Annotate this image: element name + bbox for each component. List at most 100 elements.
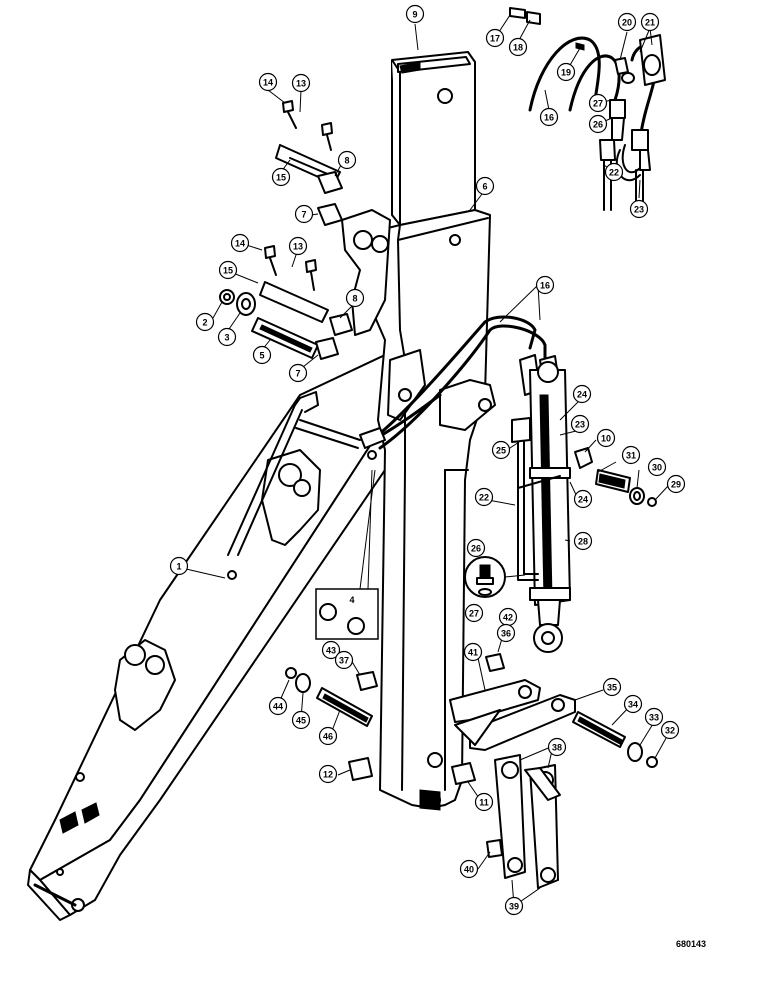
callout-circle bbox=[596, 428, 616, 448]
pins-upper-left bbox=[275, 100, 343, 226]
callout-number: 27 bbox=[469, 609, 479, 619]
callout-23: 23 bbox=[629, 199, 649, 219]
callout-number: 8 bbox=[352, 294, 357, 304]
callout-number: 28 bbox=[578, 537, 588, 547]
fitting-detail-circle bbox=[464, 556, 526, 598]
callout-circle bbox=[288, 236, 308, 256]
callout-circle bbox=[572, 384, 592, 404]
callout-circle bbox=[588, 114, 608, 134]
callout-circle bbox=[337, 150, 357, 170]
callout-number: 36 bbox=[501, 629, 511, 639]
callout-number: 5 bbox=[259, 351, 264, 361]
callout-number: 25 bbox=[496, 446, 506, 456]
callout-13: 13 bbox=[288, 236, 308, 256]
inset-detail-box: 4 bbox=[315, 469, 379, 640]
callout-circle bbox=[573, 531, 593, 551]
callout-7: 7 bbox=[294, 204, 314, 224]
callout-number: 39 bbox=[509, 902, 519, 912]
callout-circle bbox=[644, 707, 664, 727]
callout-circle bbox=[602, 677, 622, 697]
callout-45: 45 bbox=[291, 710, 311, 730]
callout-28: 28 bbox=[573, 531, 593, 551]
callout-33: 33 bbox=[644, 707, 664, 727]
boom-arm bbox=[27, 354, 406, 921]
callout-circle bbox=[604, 162, 624, 182]
callout-5: 5 bbox=[252, 345, 272, 365]
callout-16: 16 bbox=[539, 107, 559, 127]
hose-detail-top bbox=[509, 7, 666, 216]
callout-circle bbox=[464, 603, 484, 623]
callout-circle bbox=[570, 414, 590, 434]
callout-39: 39 bbox=[504, 896, 524, 916]
callout-number: 14 bbox=[235, 239, 245, 249]
callout-circle bbox=[217, 327, 237, 347]
callout-12: 12 bbox=[318, 764, 338, 784]
callout-22: 22 bbox=[604, 162, 624, 182]
callout-number: 6 bbox=[482, 182, 487, 192]
callout-circle bbox=[629, 199, 649, 219]
callout-number: 22 bbox=[609, 168, 619, 178]
callout-circle bbox=[496, 623, 516, 643]
callout-42: 42 bbox=[498, 607, 518, 627]
callout-2: 2 bbox=[195, 312, 215, 332]
callout-15: 15 bbox=[271, 167, 291, 187]
callout-9: 9 bbox=[405, 4, 425, 24]
drawing-number: 680143 bbox=[676, 939, 706, 949]
pins-middle-left bbox=[219, 245, 353, 360]
callout-circle bbox=[294, 204, 314, 224]
inset-box-label: 4 bbox=[349, 595, 354, 605]
callout-32: 32 bbox=[660, 720, 680, 740]
callout-19: 19 bbox=[556, 62, 576, 82]
callout-circle bbox=[474, 487, 494, 507]
callout-43: 43 bbox=[321, 640, 341, 660]
callout-number: 31 bbox=[626, 451, 636, 461]
callout-circle bbox=[485, 28, 505, 48]
callout-3: 3 bbox=[217, 327, 237, 347]
callout-circle bbox=[218, 260, 238, 280]
callout-circle bbox=[573, 489, 593, 509]
callout-26: 26 bbox=[466, 538, 486, 558]
callout-circle bbox=[556, 62, 576, 82]
callout-1: 1 bbox=[169, 556, 189, 576]
callout-38: 38 bbox=[547, 737, 567, 757]
callout-21: 21 bbox=[640, 12, 660, 32]
callout-circle bbox=[288, 363, 308, 383]
callout-circle bbox=[647, 457, 667, 477]
callout-number: 27 bbox=[593, 99, 603, 109]
callout-30: 30 bbox=[647, 457, 667, 477]
callout-number: 38 bbox=[552, 743, 562, 753]
callout-number: 29 bbox=[671, 480, 681, 490]
callout-number: 17 bbox=[490, 34, 500, 44]
callout-number: 15 bbox=[276, 173, 286, 183]
callout-6: 6 bbox=[475, 176, 495, 196]
callout-24: 24 bbox=[572, 384, 592, 404]
callout-number: 7 bbox=[301, 210, 306, 220]
callout-circle bbox=[268, 696, 288, 716]
callout-number: 44 bbox=[273, 702, 283, 712]
callout-number: 32 bbox=[665, 726, 675, 736]
callout-circle bbox=[334, 650, 354, 670]
callout-number: 37 bbox=[339, 656, 349, 666]
callout-circle bbox=[321, 640, 341, 660]
callout-number: 33 bbox=[649, 713, 659, 723]
callout-number: 23 bbox=[634, 205, 644, 215]
callout-number: 11 bbox=[479, 798, 489, 808]
callout-29: 29 bbox=[666, 474, 686, 494]
callout-14: 14 bbox=[258, 72, 278, 92]
callout-number: 1 bbox=[176, 562, 181, 572]
callout-22: 22 bbox=[474, 487, 494, 507]
callout-circle bbox=[547, 737, 567, 757]
callout-number: 8 bbox=[344, 156, 349, 166]
callout-number: 20 bbox=[622, 18, 632, 28]
callout-circle bbox=[504, 896, 524, 916]
callout-circle bbox=[466, 538, 486, 558]
callout-18: 18 bbox=[508, 37, 528, 57]
callout-number: 19 bbox=[561, 68, 571, 78]
callout-number: 41 bbox=[468, 648, 478, 658]
callout-20: 20 bbox=[617, 12, 637, 32]
callout-circle bbox=[291, 710, 311, 730]
callout-40: 40 bbox=[459, 859, 479, 879]
callout-circle bbox=[271, 167, 291, 187]
callout-number: 18 bbox=[513, 43, 523, 53]
